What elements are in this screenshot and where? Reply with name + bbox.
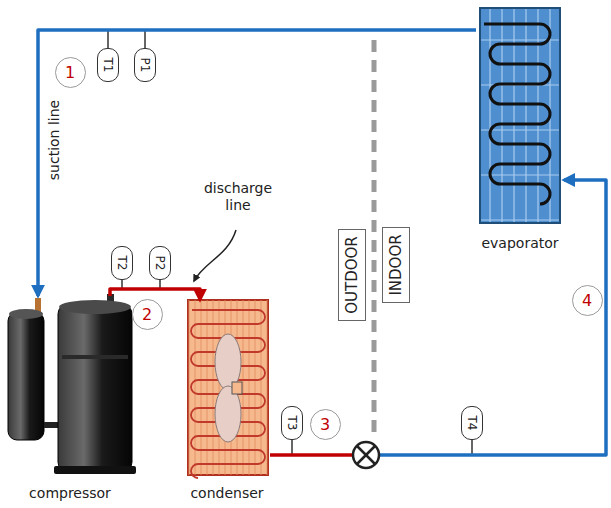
sensor-tag: T2 xyxy=(111,246,133,280)
evaporator-coil xyxy=(484,24,550,204)
expansion-valve xyxy=(353,442,379,468)
line-label-text: suction line xyxy=(46,100,62,180)
component-name: condenser xyxy=(190,485,263,501)
line-label: suction line xyxy=(46,100,62,180)
sensor-name: T4 xyxy=(465,416,479,431)
compressor-illustration xyxy=(8,294,136,474)
region-name: OUTDOOR xyxy=(343,236,361,314)
component-part: evaporator xyxy=(476,4,564,254)
refrigerant-pipe xyxy=(38,30,476,296)
evaporator-fin xyxy=(481,219,559,220)
region-box: INDOOR xyxy=(382,227,410,302)
label-leader xyxy=(194,230,236,281)
evaporator-fin xyxy=(525,9,526,222)
sensor-tag: T1 xyxy=(97,48,119,82)
boundary-line xyxy=(372,40,377,440)
sensor-tag: P2 xyxy=(149,246,171,280)
refrigerant-pipe xyxy=(270,180,606,455)
component-name: evaporator xyxy=(481,235,558,251)
sensor-tag: T4 xyxy=(461,406,483,440)
condenser-coil xyxy=(191,310,265,478)
callout-circle: 1 xyxy=(55,57,86,88)
evaporator-fin xyxy=(489,9,490,222)
line-label-text: discharge line xyxy=(194,180,282,214)
sensor-name: T3 xyxy=(285,416,299,431)
evaporator-illustration xyxy=(480,8,560,223)
callout-circle: 2 xyxy=(132,299,163,330)
refrigerant-pipe xyxy=(110,289,200,300)
sensor-tag: T3 xyxy=(281,406,303,440)
callout-number: 2 xyxy=(142,305,152,324)
component-part: condenser xyxy=(184,300,270,504)
pipe-segment xyxy=(270,453,352,457)
sensor-name: T1 xyxy=(101,58,115,73)
region-box: OUTDOOR xyxy=(338,229,366,321)
pipe-segment xyxy=(110,289,200,300)
condenser-illustration xyxy=(188,300,268,478)
line-label: discharge line xyxy=(194,180,282,214)
callout-number: 1 xyxy=(65,63,75,82)
callout-number: 3 xyxy=(320,415,330,434)
sensor-name: T2 xyxy=(115,256,129,271)
callout-number: 4 xyxy=(582,291,592,310)
evaporator-fin xyxy=(537,9,538,222)
pipe-segment xyxy=(380,180,606,455)
sensor-name: P1 xyxy=(138,58,152,73)
callout-circle: 4 xyxy=(572,285,603,316)
sensor-tag: P1 xyxy=(134,48,156,82)
component-name: compressor xyxy=(29,485,111,501)
sensor-leader xyxy=(108,30,472,455)
component-part: compressor xyxy=(4,296,136,504)
pipe-segment xyxy=(38,30,476,296)
evaporator-fin xyxy=(501,9,502,222)
callout-circle: 3 xyxy=(310,409,341,440)
evaporator-fin xyxy=(513,9,514,222)
region-name: INDOOR xyxy=(387,234,405,295)
evaporator-fin xyxy=(481,174,559,175)
sensor-name: P2 xyxy=(153,256,167,271)
